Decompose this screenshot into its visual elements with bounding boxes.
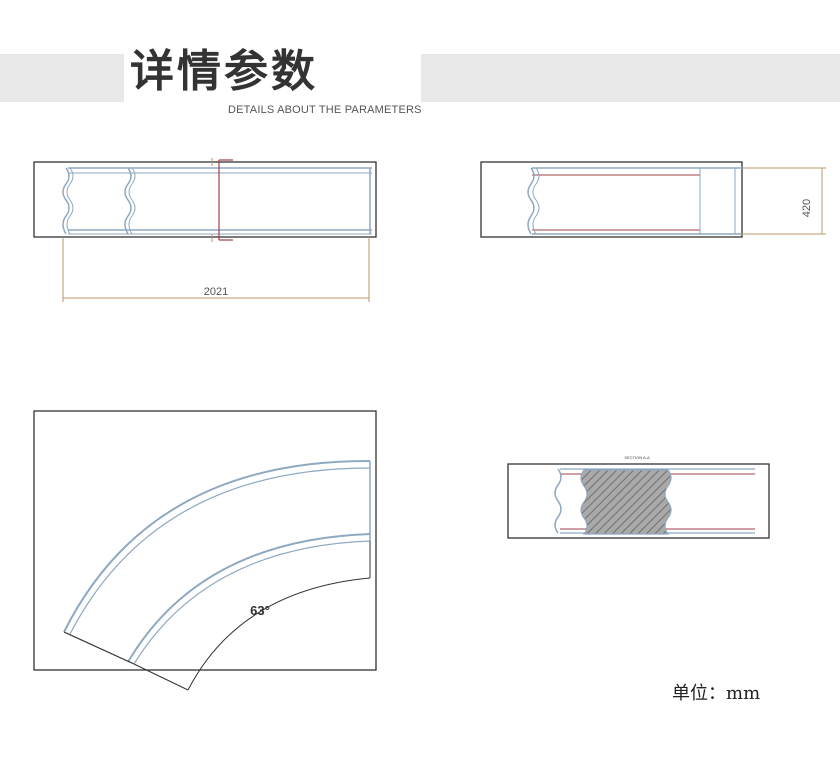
plan-view-drawing: 63° bbox=[33, 410, 377, 691]
section-view-frame bbox=[507, 463, 770, 539]
header-band-right bbox=[421, 54, 840, 102]
plan-view-frame bbox=[33, 410, 377, 671]
header-band-left bbox=[0, 54, 124, 102]
section-label: SECTION A-A bbox=[624, 455, 650, 460]
height-dimension-label: 420 bbox=[801, 199, 813, 217]
section-view-drawing: SECTION A-A bbox=[507, 455, 770, 539]
end-view-frame bbox=[480, 161, 743, 238]
page-subtitle: DETAILS ABOUT THE PARAMETERS bbox=[228, 104, 422, 116]
page-title: 详情参数 bbox=[130, 46, 318, 97]
length-dimension-label: 2021 bbox=[204, 286, 228, 298]
end-view-drawing: 420 bbox=[480, 161, 826, 238]
side-view-drawing: 2021 bbox=[33, 158, 377, 302]
side-view-frame bbox=[33, 161, 377, 238]
hatched-section bbox=[580, 469, 672, 535]
unit-label: 单位：mm bbox=[672, 683, 761, 704]
angle-dimension-label: 63° bbox=[250, 603, 270, 618]
